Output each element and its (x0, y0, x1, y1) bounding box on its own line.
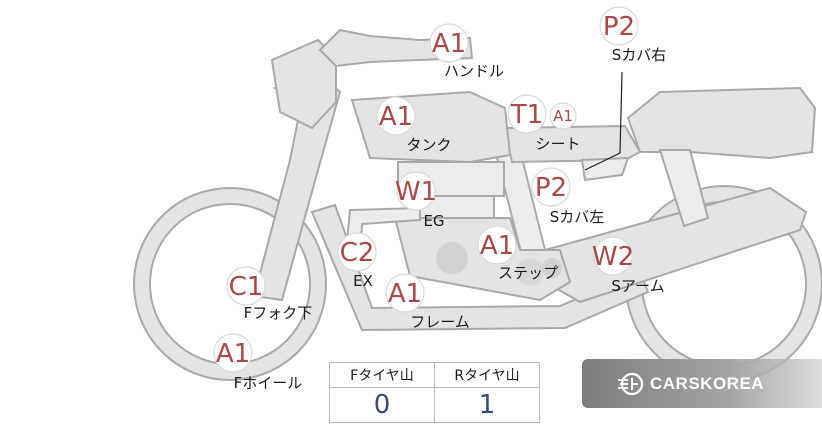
seat-shape (503, 124, 642, 164)
part-label-side-cover-right: Sカバ右 (612, 46, 667, 64)
badge-code-tank: A1 (379, 102, 413, 132)
badge-code-front-fork-lower: C1 (229, 272, 264, 302)
badge-code-side-cover-right: P2 (603, 12, 635, 42)
front-tire-header: Fタイヤ山 (329, 362, 435, 388)
carskorea-logo-icon (618, 372, 644, 395)
badge-code-step: A1 (480, 231, 514, 261)
badge-circle-front-wheel (213, 333, 253, 373)
handlebar-shape (318, 28, 474, 68)
badge-circle-side-cover-left (531, 167, 571, 207)
part-label-seat: シート (535, 135, 580, 153)
part-label-side-cover-left: Sカバ左 (550, 208, 605, 226)
frame-shape (310, 203, 650, 332)
badge-circle-seat (507, 94, 547, 134)
badge-code-exhaust: C2 (340, 238, 375, 268)
rear-tire-value: 1 (434, 387, 540, 423)
badge-circle-swing-arm (593, 236, 633, 276)
part-label-engine: EG (423, 212, 444, 230)
badge-code-frame: A1 (388, 279, 422, 309)
part-label-swing-arm: Sアーム (611, 277, 664, 295)
badge-tank: A1 タンク (376, 96, 452, 154)
carskorea-watermark: CARSKOREA (582, 359, 822, 408)
front-tire-value: 0 (329, 387, 435, 423)
badge-code-front-wheel: A1 (216, 339, 250, 369)
headlight-shape (270, 38, 337, 130)
badge-circle-side-cover-right (599, 6, 639, 46)
rear-shock (658, 149, 710, 228)
badge-handle: A1 ハンドル (429, 23, 504, 80)
rear-tire-header: Rタイヤ山 (434, 362, 540, 388)
badge-circle-handle (429, 23, 469, 63)
badge-code-swing-arm: W2 (592, 242, 634, 272)
part-label-frame: フレーム (410, 313, 470, 331)
part-label-tank: タンク (406, 136, 451, 154)
badge-code-side-cover-left: P2 (535, 173, 567, 203)
rear-fender (626, 86, 817, 160)
badge-frame: A1 フレーム (385, 273, 470, 331)
badge-code-handle: A1 (432, 29, 466, 59)
badge-seat: T1 A1 シート (507, 94, 581, 153)
badge-circle-engine (396, 171, 436, 211)
badge-circle-exhaust (337, 232, 377, 272)
badge-circle-step (477, 225, 517, 265)
part-label-front-fork-lower: Fフォク下 (244, 304, 313, 322)
badge-circle-tank (376, 96, 416, 136)
side-cover-leader-line (584, 71, 623, 171)
part-label-exhaust: EX (353, 272, 373, 290)
badge-code-seat: T1 (510, 100, 543, 130)
watermark-text: CARSKOREA (650, 373, 765, 393)
part-label-front-wheel: Fホイール (234, 374, 303, 392)
badge-code-secondary-seat: A1 (553, 107, 573, 125)
badge-circle-frame (385, 273, 425, 313)
part-label-step: ステップ (498, 264, 558, 282)
badge-code-engine: W1 (395, 177, 437, 207)
badge-circle-secondary-seat (549, 102, 577, 130)
badge-circle-front-fork-lower (226, 266, 266, 306)
badge-step: A1 ステップ (477, 225, 558, 282)
tire-tread-table: Fタイヤ山 Rタイヤ山 0 1 (329, 362, 540, 423)
side-cover-shape (580, 156, 630, 182)
part-label-handle: ハンドル (444, 62, 504, 80)
